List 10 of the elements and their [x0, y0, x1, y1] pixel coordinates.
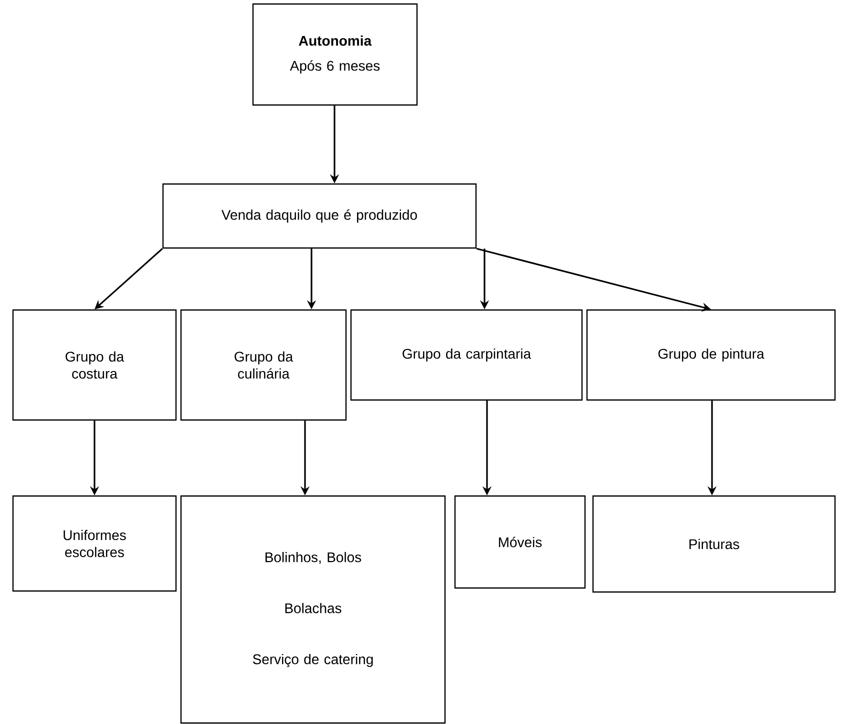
process-box: Venda daquilo que é produzido: [162, 183, 477, 249]
process-box: Grupo da costura: [12, 309, 177, 421]
process-box: Pinturas: [592, 495, 836, 593]
process-box: Grupo da culinária: [180, 309, 347, 421]
process-box: Autonomia Após 6 meses: [252, 3, 418, 106]
process-box: Grupo de pintura: [586, 309, 836, 401]
process-box: Grupo da carpintaria: [350, 309, 583, 401]
process-box: Uniformes escolares: [12, 495, 177, 592]
process-box: Bolinhos, Bolos Bolachas Serviço de catering: [180, 495, 446, 724]
process-box: Móveis: [454, 495, 586, 589]
